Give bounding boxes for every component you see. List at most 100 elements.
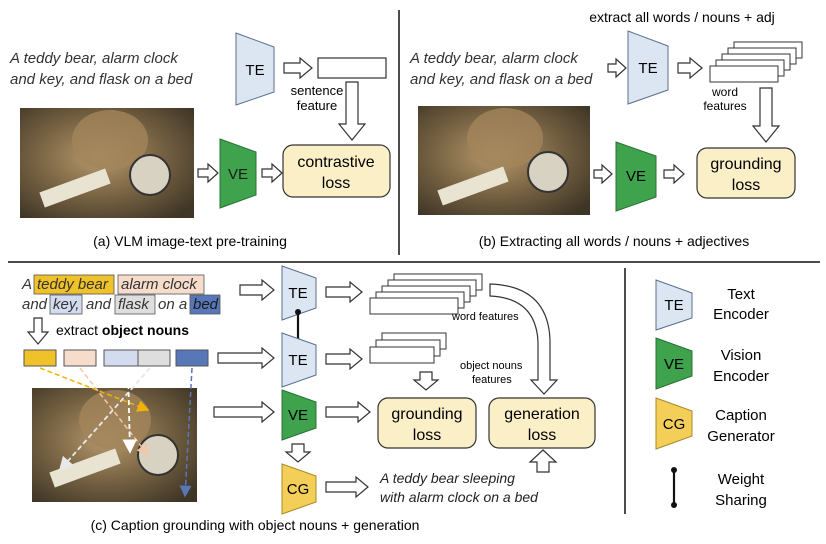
arrow-image-to-ve-c — [213, 400, 275, 424]
caption-c-flask: flask — [118, 296, 150, 313]
panel-c: A teddy bear alarm clock and key, and fl… — [21, 265, 596, 533]
arrow-generated-caption-to-generation — [528, 449, 558, 473]
sentence-feature-label-1: sentence — [291, 83, 344, 98]
token-bed — [175, 349, 209, 367]
caption-c-word-a: A — [21, 276, 32, 293]
vision-encoder-block — [219, 138, 257, 209]
panel-b-top-note: extract all words / nouns + adj — [589, 9, 775, 25]
grounding-loss-box-b — [696, 147, 796, 199]
text-encoder-block-c-bottom — [281, 332, 317, 388]
legend-ws-text-2: Sharing — [715, 492, 767, 509]
arrow-ve-to-cg — [284, 443, 312, 463]
arrow-te-to-feature — [283, 56, 313, 80]
legend: TE Text Encoder VE Vision Encoder CG Cap… — [655, 279, 775, 509]
panel-a-caption-line2: and key, and flask on a bed — [10, 71, 193, 88]
vision-encoder-block-b — [615, 141, 657, 212]
legend-te-text-1: Text — [727, 286, 755, 303]
vision-encoder-label: VE — [228, 166, 248, 183]
vision-encoder-label-c: VE — [288, 407, 308, 424]
caption-generator-block-c — [281, 463, 317, 515]
panel-c-title: (c) Caption grounding with object nouns … — [91, 517, 420, 533]
token-flask — [137, 349, 171, 367]
legend-cg-block — [655, 397, 693, 450]
arrow-extract-down — [26, 317, 50, 345]
word-features-label-1: word — [711, 85, 738, 99]
contrastive-loss-line2: loss — [322, 175, 350, 192]
arrow-word-features-to-loss-b — [751, 87, 781, 143]
caption-c-bed: bed — [193, 296, 219, 313]
arrow-ve-to-grounding-c — [325, 400, 371, 424]
panel-a: A teddy bear, alarm clock and key, and f… — [9, 32, 391, 249]
legend-te-text-2: Encoder — [713, 306, 769, 323]
arrow-cg-to-caption — [325, 475, 369, 499]
text-encoder-label-b: TE — [638, 60, 657, 77]
grounding-loss-line2-c: loss — [413, 427, 441, 444]
ground-arrow-teddy — [39, 367, 150, 412]
teddy-photo-a — [20, 108, 194, 218]
legend-ve-text-1: Vision — [721, 347, 762, 364]
token-teddy-bear — [23, 349, 57, 367]
ground-arrow-key — [122, 367, 137, 454]
caption-c-and: and — [22, 296, 48, 313]
legend-weight-sharing-dot-top — [671, 467, 677, 473]
highlight-key — [49, 294, 83, 315]
legend-cg-label: CG — [663, 416, 686, 433]
legend-weight-sharing-dot-bottom — [671, 502, 677, 508]
arrow-ve-to-loss-a — [261, 162, 283, 184]
legend-cg-text-1: Caption — [715, 407, 767, 424]
weight-sharing-dot-top — [295, 309, 301, 315]
caption-c-and-2: and — [86, 296, 112, 313]
generation-loss-line1: generation — [504, 406, 580, 423]
legend-te-block — [655, 279, 693, 331]
highlight-alarm-clock — [117, 274, 205, 295]
panel-b-caption-line2: and key, and flask on a bed — [410, 71, 593, 88]
text-encoder-label-c-bottom: TE — [288, 352, 307, 369]
grounding-loss-box-c — [377, 397, 477, 449]
contrastive-loss-line1: contrastive — [297, 154, 374, 171]
word-features-label-c: word features — [451, 311, 519, 323]
extract-object-nouns-text: extract object nouns — [56, 322, 189, 338]
arrow-te-to-word-features-b — [677, 56, 703, 80]
word-feature-stack-c — [369, 273, 483, 315]
generated-caption-line1: A teddy bear sleeping — [379, 470, 515, 486]
text-encoder-label: TE — [245, 62, 264, 79]
grounding-loss-line1-b: grounding — [710, 156, 781, 173]
legend-ve-text-2: Encoder — [713, 368, 769, 385]
arrow-tokens-to-te-c — [217, 346, 275, 370]
panel-a-caption-line1: A teddy bear, alarm clock — [9, 50, 179, 67]
generated-caption-line2: with alarm clock on a bed — [380, 489, 539, 505]
token-alarm-clock — [63, 349, 97, 367]
text-encoder-label-c-top: TE — [288, 285, 307, 302]
ground-arrow-flask — [58, 367, 151, 472]
teddy-photo-c — [32, 388, 197, 502]
arrow-te-to-object-features-c — [325, 347, 363, 371]
arrow-image-to-ve-b — [593, 163, 613, 185]
arrow-te-to-word-features-c — [325, 280, 363, 304]
legend-ve-label: VE — [664, 356, 684, 373]
text-encoder-block-c-top — [281, 265, 317, 321]
arrow-image-to-ve-a — [197, 162, 219, 184]
grounding-loss-line1-c: grounding — [391, 406, 462, 423]
generation-loss-box — [488, 397, 596, 449]
arrow-object-features-to-grounding — [412, 371, 440, 391]
generation-loss-line2: loss — [528, 427, 556, 444]
sentence-feature-box — [317, 57, 387, 79]
panel-a-title: (a) VLM image-text pre-training — [93, 233, 287, 249]
contrastive-loss-box — [282, 144, 391, 198]
panel-b: extract all words / nouns + adj A teddy … — [409, 9, 803, 249]
object-feature-stack-c — [369, 332, 447, 364]
text-encoder-block-b — [627, 30, 669, 105]
arrow-caption-to-te-b — [607, 57, 627, 79]
caption-c-alarm-clock: alarm clock — [121, 276, 198, 293]
teddy-photo-b — [418, 106, 590, 215]
legend-ws-text-1: Weight — [718, 471, 765, 488]
caption-c-key: key, — [53, 296, 79, 313]
sentence-feature-label-2: feature — [297, 98, 337, 113]
object-nouns-label-1: object nouns — [460, 360, 523, 372]
object-nouns-label-2: features — [472, 374, 512, 386]
ground-arrow-bed — [179, 367, 193, 498]
highlight-bed — [189, 294, 221, 315]
arrow-word-features-to-generation — [489, 283, 559, 395]
arrow-caption-to-te-c — [239, 278, 275, 302]
